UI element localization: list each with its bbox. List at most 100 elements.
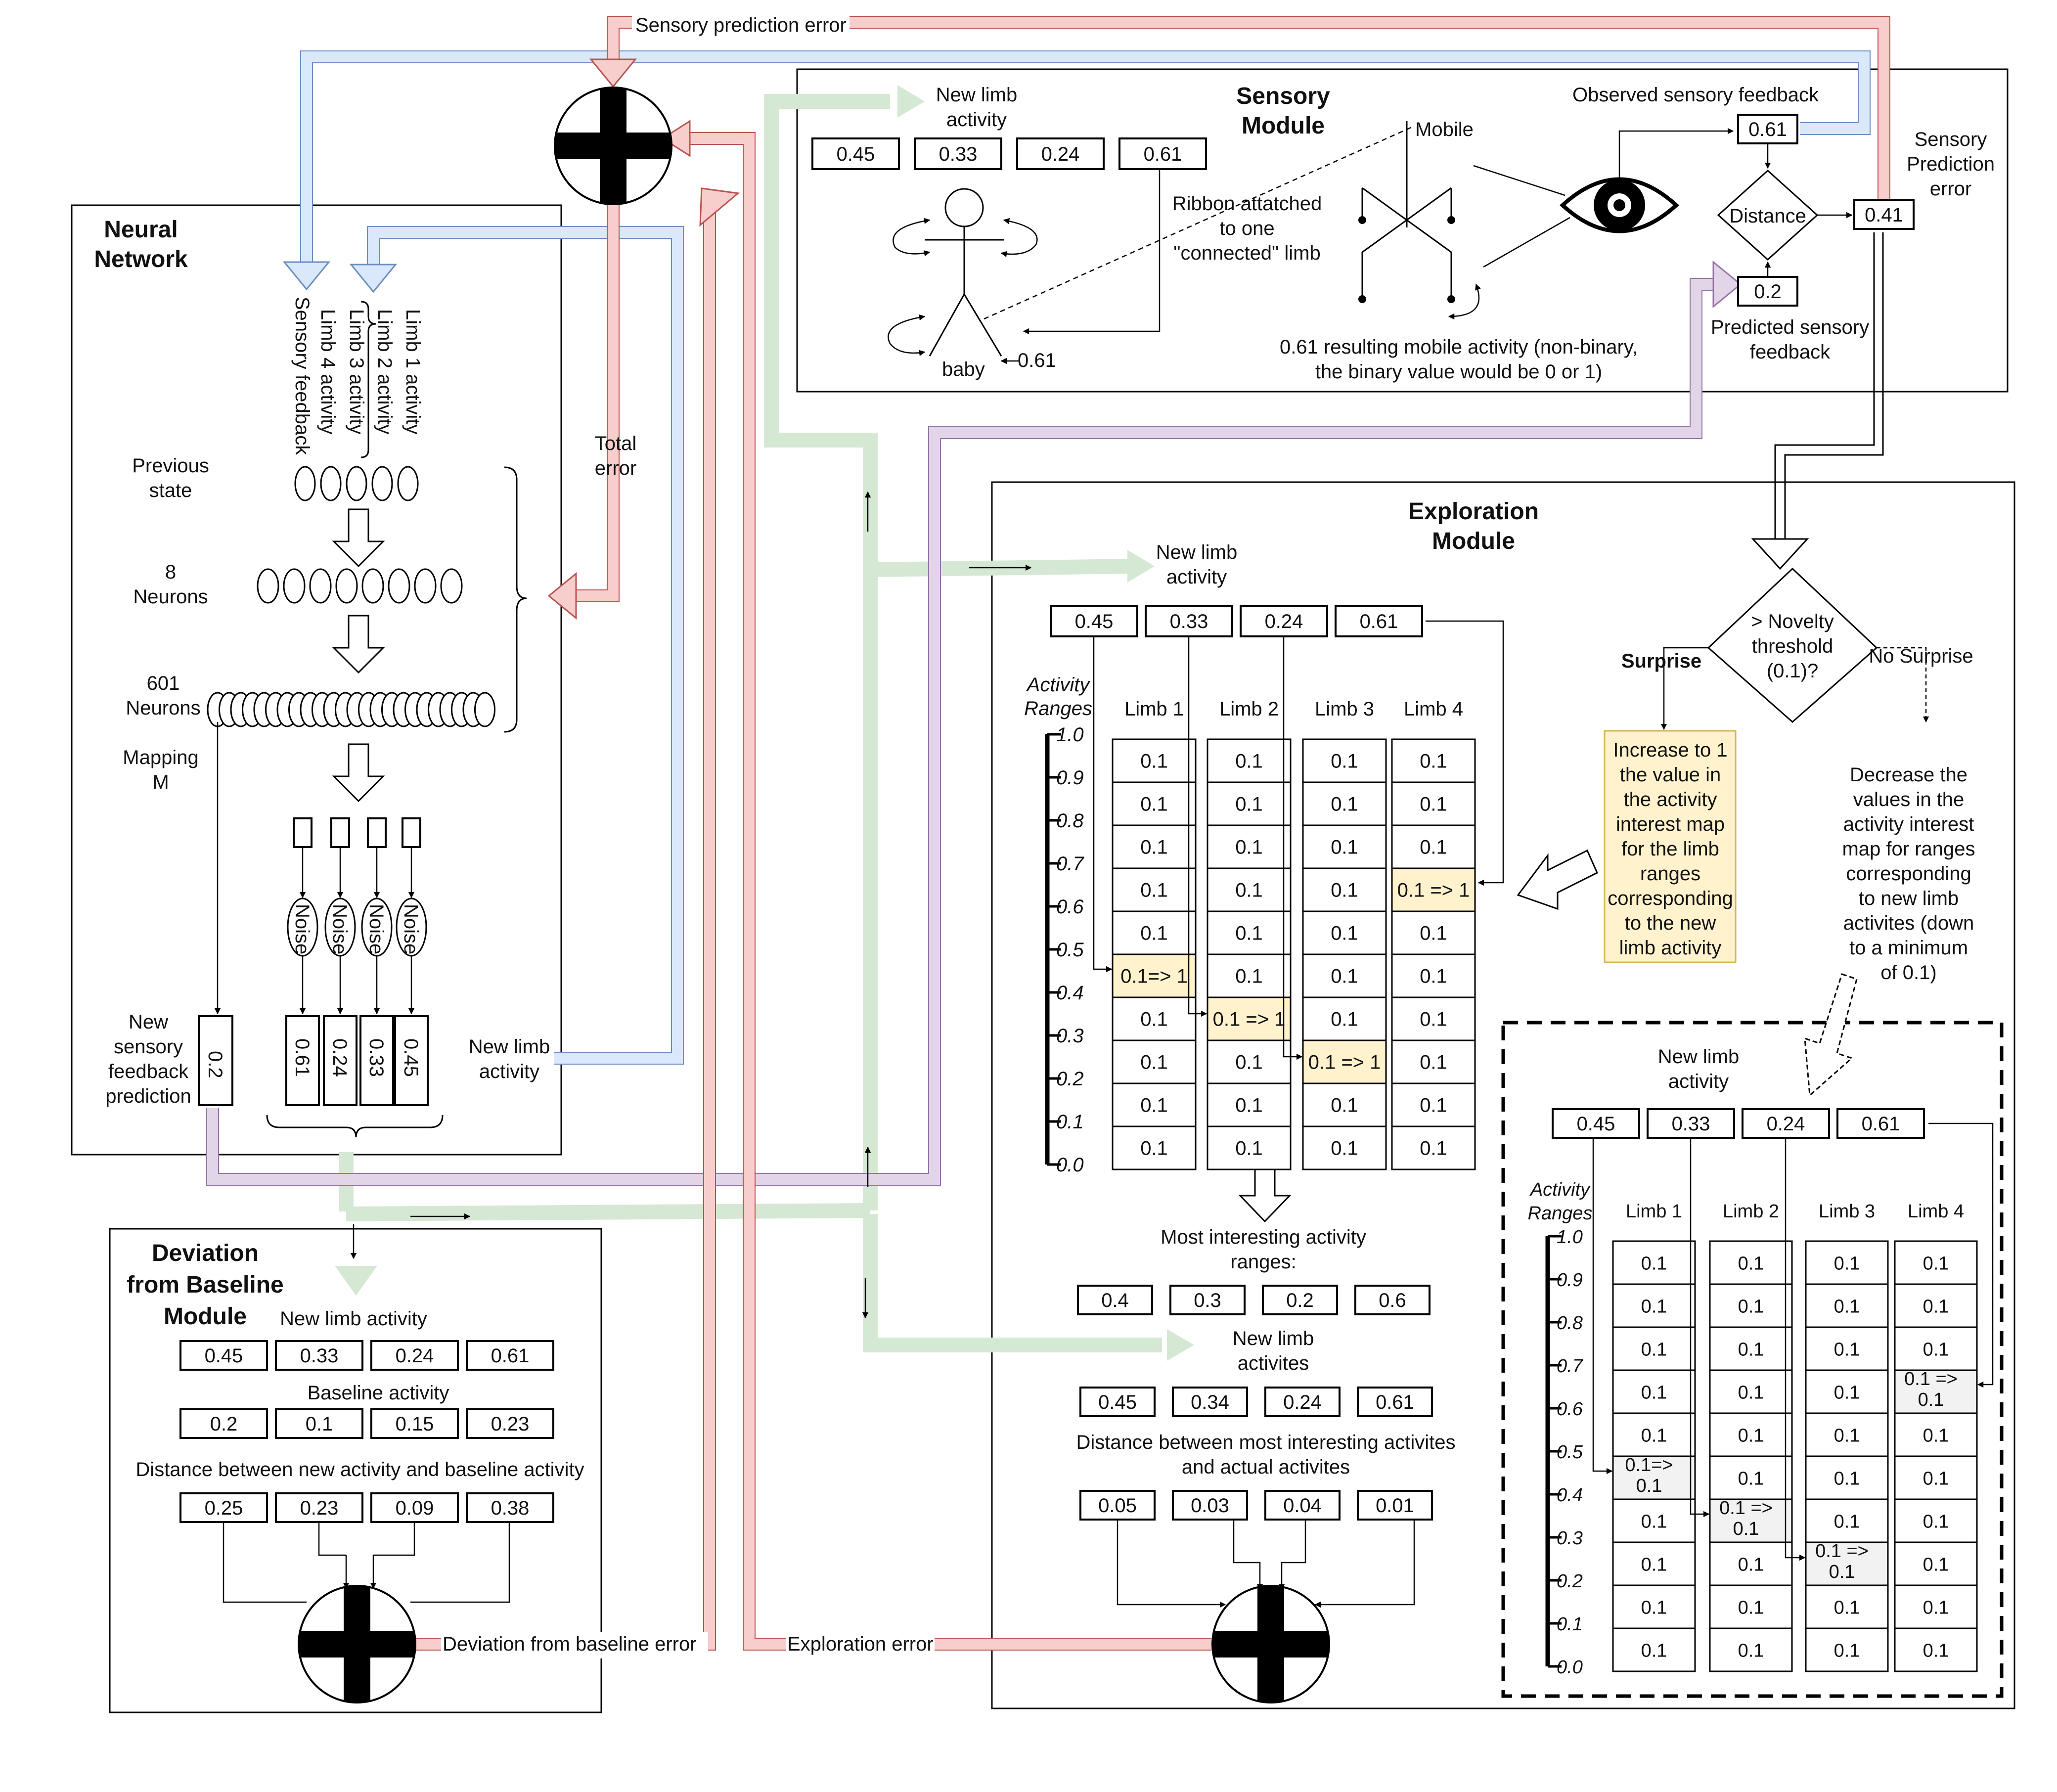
deviation-connector-1 xyxy=(318,1522,346,1556)
deviation-baseline-value-0: 0.2 xyxy=(210,1413,238,1435)
explMap-cell-value: 0.1 xyxy=(1235,751,1263,772)
nsMap-cell-value: 0.1 xyxy=(1738,1254,1764,1274)
nsMap-tick-label-4: 0.6 xyxy=(1557,1399,1583,1420)
explMap-cell-value: 0.1 xyxy=(1235,1138,1263,1160)
explMap-cell-value: 0.1 xyxy=(1420,794,1447,815)
nsMap-cell xyxy=(1612,1541,1696,1586)
exploration-distance-box-2 xyxy=(1264,1490,1341,1521)
nn-hidden-neuron xyxy=(388,568,410,604)
explMap-cell xyxy=(1302,1125,1387,1170)
mobile-label: Mobile xyxy=(1415,119,1474,140)
neural-network-frame xyxy=(71,204,562,1156)
nsMap-cell xyxy=(1612,1283,1696,1328)
expl-limb-connector-0 xyxy=(1093,636,1113,973)
exploration-distance-value-3: 0.01 xyxy=(1376,1495,1414,1517)
sensory-error-label-bg xyxy=(632,12,850,39)
nn-noise-label: Noise xyxy=(329,904,351,954)
explMap-cell-value: 0.1 xyxy=(1420,751,1447,772)
nn-noise-label: Noise xyxy=(400,904,422,954)
nsMap-cell xyxy=(1709,1455,1793,1500)
blue-observed-path xyxy=(301,51,1870,267)
explMap-cell xyxy=(1391,996,1476,1041)
nsMap-cell xyxy=(1894,1240,1978,1285)
explMap-cell-value: 0.1 xyxy=(1235,794,1263,815)
nn-hidden-neuron xyxy=(309,568,332,604)
nsMap-cell-value: 0.1 xyxy=(1923,1426,1949,1446)
deviation-new-box-3 xyxy=(466,1340,554,1371)
nsMap-cell xyxy=(1894,1541,1978,1586)
nn-601-neuron-layer xyxy=(207,692,495,727)
rotation-arrow-icon xyxy=(893,218,931,257)
most-interesting-value-0: 0.4 xyxy=(1101,1290,1129,1311)
blue-new-limb-path xyxy=(367,226,683,1064)
nsMap-cell-value: 0.1 xyxy=(1641,1598,1667,1618)
new-activites-box-1 xyxy=(1172,1387,1248,1417)
nn-input-label-0: Sensory feedback xyxy=(291,297,313,455)
deviation-new-box-2 xyxy=(370,1340,459,1371)
nsMap-cell-value: 0.1 xyxy=(1834,1340,1860,1360)
mobile-to-eye-line-2 xyxy=(1483,217,1570,268)
exploration-limb-value-0: 0.45 xyxy=(1075,611,1114,632)
explMap-cell-value: 0.1 xyxy=(1420,1095,1447,1117)
red-arrowhead-top xyxy=(589,58,637,88)
nsMap-cell xyxy=(1805,1627,1889,1672)
deviation-distance-label: Distance between new activity and baseli… xyxy=(135,1459,584,1480)
predicted-value: 0.2 xyxy=(1754,281,1782,303)
nsMap-tick-label-10: 0.0 xyxy=(1557,1657,1583,1678)
deviation-baseline-box-0 xyxy=(179,1408,268,1439)
baby-label: baby xyxy=(942,358,985,380)
explMap-cell xyxy=(1391,1125,1476,1170)
sensory-limb-box-3 xyxy=(1118,137,1207,170)
explMap-tick-label-10: 0.0 xyxy=(1056,1154,1084,1176)
nsMap-cell xyxy=(1805,1369,1889,1414)
red-deviation-error-outline xyxy=(415,195,716,1651)
nsMap-tick-label-1: 0.9 xyxy=(1557,1270,1583,1291)
explMap-cell-value: 0.1 xyxy=(1235,1052,1263,1074)
nn-8-neuron-layer xyxy=(257,568,463,604)
rotation-arrow-icon xyxy=(888,314,926,356)
explMap-cell-value: 0.1 xyxy=(1140,794,1168,815)
nn-hidden-neuron xyxy=(414,568,437,604)
increase-hollow-arrow xyxy=(1517,849,1598,910)
explMap-cell-value: 0.1 xyxy=(1331,880,1358,901)
deviation-new-box-1 xyxy=(275,1340,363,1371)
deviation-distance-value-1: 0.23 xyxy=(300,1497,339,1519)
surprise-label: Surprise xyxy=(1621,650,1701,672)
nsMap-cell-value: 0.1 xyxy=(1834,1254,1860,1274)
nsMap-cell xyxy=(1612,1326,1696,1371)
deviation-error-label-bg xyxy=(441,1632,708,1658)
nn-input-neuron xyxy=(294,466,316,501)
exploration-error-label: Exploration error xyxy=(787,1633,934,1655)
explMap-cell xyxy=(1302,738,1387,783)
increase-box xyxy=(1604,730,1737,963)
nsMap-tick-label-9: 0.1 xyxy=(1557,1614,1583,1635)
nn-hollow-arrow-2 xyxy=(332,615,385,674)
mobile-activity-text: 0.61 resulting mobile activity (non-bina… xyxy=(1280,336,1638,383)
nn-input-neuron xyxy=(397,466,419,501)
red-total-error-path xyxy=(571,203,619,602)
ns-limb-value-2: 0.24 xyxy=(1767,1113,1805,1135)
nsMap-cell xyxy=(1805,1326,1889,1371)
nn-input-neuron xyxy=(346,466,367,501)
plus-sum-icon-top xyxy=(554,87,672,205)
nn-recurrent-brace xyxy=(504,466,527,733)
ns-limb-box-1 xyxy=(1647,1108,1735,1139)
nsMap-cell xyxy=(1709,1541,1793,1586)
explMap-cell xyxy=(1112,996,1197,1041)
explMap-cell-value: 0.1 xyxy=(1420,923,1447,944)
nn-output-value-3: 0.45 xyxy=(400,1038,422,1077)
nsMap-cell xyxy=(1894,1455,1978,1500)
nsMap-cell-value: 0.1 xyxy=(1641,1555,1667,1575)
